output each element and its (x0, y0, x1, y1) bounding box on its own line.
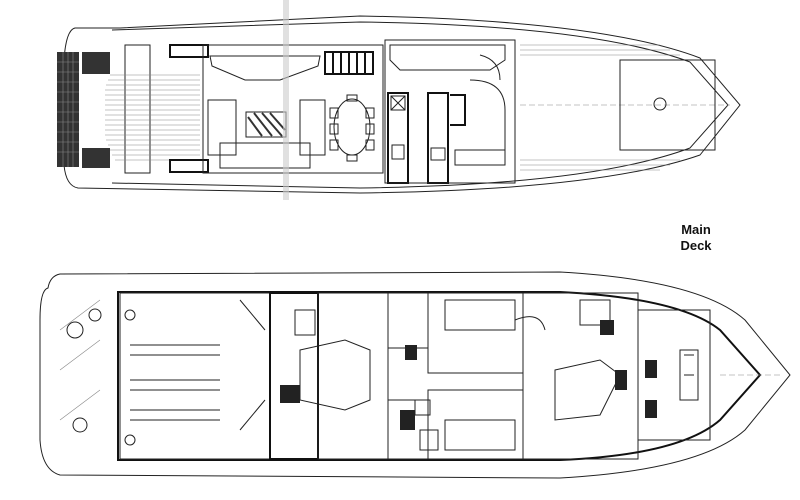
saloon (202, 44, 384, 174)
master-cabin (280, 292, 389, 460)
heads-and-cabins (387, 292, 524, 460)
label-line-2: Deck (680, 238, 712, 253)
main-deck-hull-outline (63, 15, 741, 194)
engine-room (59, 292, 271, 460)
forward-cabin (637, 309, 711, 441)
main-deck-label: Main Deck (672, 222, 720, 254)
wheelhouse (384, 39, 516, 184)
lower-deck-hull-outline (39, 271, 791, 479)
dining-table (329, 94, 375, 162)
guest-cabin (514, 292, 639, 460)
lower-deck-plan (39, 271, 791, 479)
stairs (324, 51, 374, 75)
aft-deck-planking (105, 74, 200, 161)
label-line-1: Main (681, 222, 711, 237)
swim-platform-grating (57, 52, 110, 168)
main-deck-plan (57, 0, 741, 200)
galley (387, 92, 449, 184)
foredeck-planking (520, 44, 730, 171)
